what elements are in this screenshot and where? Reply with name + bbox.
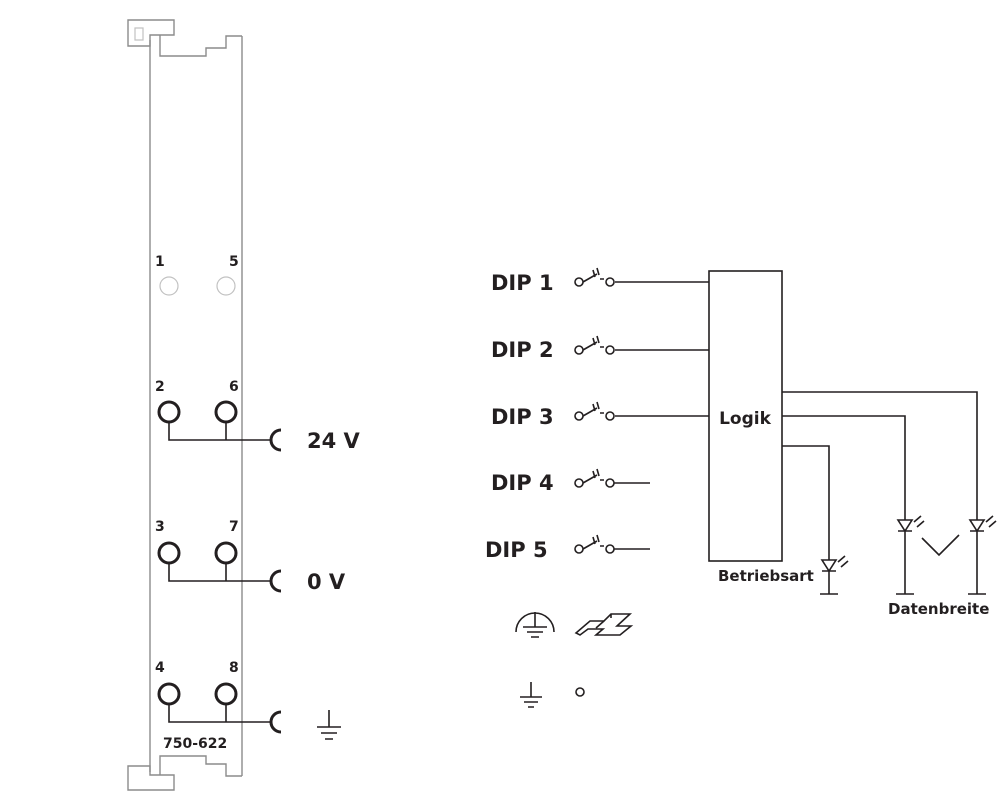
pin-labels: 1 5 2 6 3 7 4 8 (155, 254, 239, 676)
dip-1-label: DIP 1 (491, 271, 554, 295)
pin-2-label: 2 (155, 379, 165, 395)
terminal-group-ground (157, 682, 282, 734)
pin-1-label: 1 (155, 254, 165, 270)
pin-7-label: 7 (229, 519, 239, 535)
din-rail-icon (574, 613, 634, 636)
dip-switch-2-icon (574, 335, 615, 355)
led-datenbreite-right-icon (968, 515, 997, 595)
logic-block-label: Logik (719, 409, 772, 429)
dip-switch-3-icon (574, 401, 615, 421)
dip-switch-4-icon (574, 468, 650, 488)
alternation-mark (921, 534, 960, 557)
terminal-group-0v (157, 541, 282, 593)
output-wires (782, 391, 978, 560)
pin-6-label: 6 (229, 379, 239, 395)
pin-4-label: 4 (155, 660, 165, 676)
contact-5-unused (216, 276, 236, 296)
supply-0v-label: 0 V (307, 570, 346, 594)
pin-8-label: 8 (229, 660, 239, 676)
part-number: 750-622 (163, 736, 227, 752)
dip-switch-1-icon (574, 267, 615, 287)
dip-2-label: DIP 2 (491, 338, 554, 362)
dip-wires (615, 281, 709, 417)
datenbreite-label: Datenbreite (888, 600, 989, 618)
dip-5-label: DIP 5 (485, 538, 548, 562)
ground-terminal-icon (575, 687, 585, 697)
pin-3-label: 3 (155, 519, 165, 535)
ground-icon (520, 682, 542, 708)
supply-24v-label: 24 V (307, 429, 361, 453)
led-betriebsart-icon (820, 555, 849, 595)
terminal-group-24v (157, 400, 282, 452)
dip-switch-5-icon (574, 534, 650, 554)
dip-switch-labels: DIP 1 DIP 2 DIP 3 DIP 4 DIP 5 (485, 271, 554, 562)
pin-5-label: 5 (229, 254, 239, 270)
dip-switch-symbols (574, 267, 650, 554)
dip-3-label: DIP 3 (491, 405, 554, 429)
contact-1-unused (159, 276, 179, 296)
led-datenbreite-left-icon (896, 515, 925, 595)
earth-ground-icon (317, 710, 341, 740)
protective-earth-icon (515, 612, 555, 638)
module-housing (127, 19, 243, 791)
betriebsart-label: Betriebsart (718, 567, 814, 585)
dip-4-label: DIP 4 (491, 471, 554, 495)
